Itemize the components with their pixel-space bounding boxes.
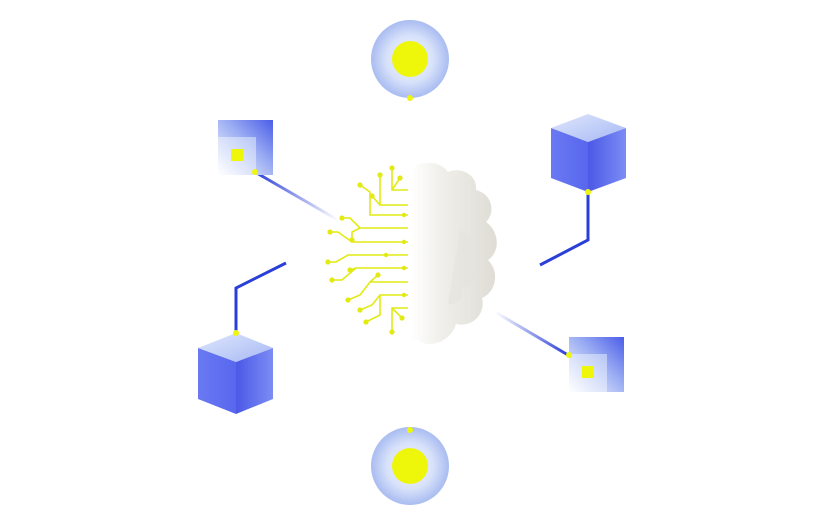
- top-right-cube: [551, 114, 626, 195]
- bottom-node-dot: [392, 448, 428, 484]
- cloud-inner-shade: [448, 230, 474, 305]
- bottom-right-square-chip: [566, 337, 624, 392]
- bottom-right-chip-dot: [582, 366, 594, 378]
- top-left-connector-line: [254, 170, 339, 222]
- bottom-left-cube: [198, 330, 273, 414]
- top-left-square-chip: [218, 120, 273, 175]
- top-left-chip-dot: [231, 149, 243, 161]
- bottom-left-connector-line: [234, 261, 287, 333]
- top-circle-node: [371, 20, 449, 101]
- circuit-nodes: [325, 165, 407, 335]
- bottom-circle-node: [371, 427, 449, 505]
- top-node-dot: [392, 41, 428, 77]
- cloud-brain-half: [411, 162, 497, 345]
- top-right-connector-line: [539, 192, 590, 267]
- circuit-brain-half: [328, 168, 408, 332]
- bottom-right-connector-line: [494, 310, 569, 357]
